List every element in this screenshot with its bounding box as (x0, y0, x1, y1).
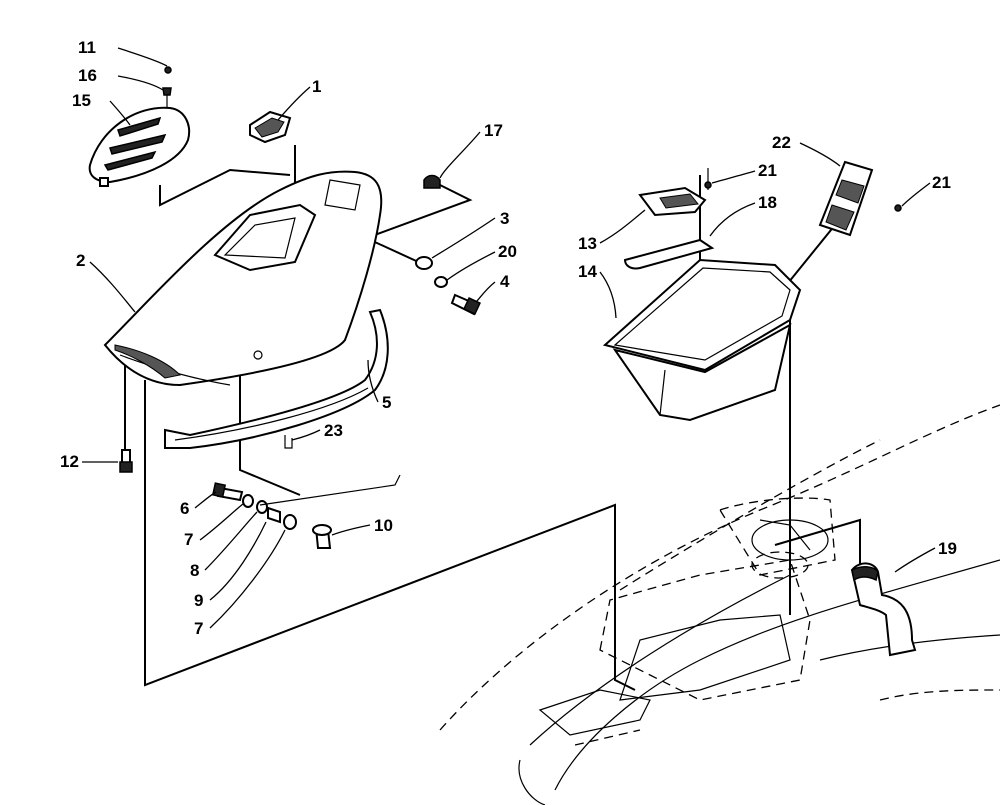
fastener-set-part (415, 256, 481, 316)
screw-part (162, 66, 172, 108)
callout-7-lower: 7 (194, 619, 203, 638)
storage-tray-part (602, 258, 802, 422)
callout-1: 1 (312, 77, 321, 96)
callout-13: 13 (578, 234, 597, 253)
callout-14: 14 (578, 262, 597, 281)
callout-12: 12 (60, 452, 79, 471)
grip-part (818, 160, 874, 237)
duct-hose-part (850, 562, 917, 657)
callout-3: 3 (500, 209, 509, 228)
callout-4: 4 (500, 272, 510, 291)
callout-labels: 11 16 15 1 17 2 3 20 4 5 23 12 6 7 8 9 7… (60, 38, 957, 638)
hood-cover-part (103, 170, 383, 387)
callout-5: 5 (382, 393, 391, 412)
callout-21-left: 21 (758, 161, 777, 180)
vent-cover-part (88, 106, 190, 187)
hull-outline (439, 404, 1000, 805)
pin-stack-part (211, 474, 401, 549)
callout-23: 23 (324, 421, 343, 440)
handle-bracket-part (638, 186, 707, 217)
callout-22: 22 (772, 133, 791, 152)
bolt-part (119, 449, 133, 473)
callout-17: 17 (484, 121, 503, 140)
callout-6: 6 (180, 499, 189, 518)
callout-16: 16 (78, 66, 97, 85)
callout-7-upper: 7 (184, 530, 193, 549)
bumper-part (423, 174, 441, 189)
callout-11: 11 (78, 38, 96, 57)
callout-10: 10 (374, 516, 393, 535)
callout-18: 18 (758, 193, 777, 212)
tray-screw-part (704, 168, 902, 212)
strap-part (623, 238, 715, 270)
callout-21-right: 21 (932, 173, 951, 192)
latch-part (249, 110, 292, 144)
leader-lines (82, 47, 936, 629)
callout-8: 8 (190, 561, 199, 580)
callout-20: 20 (498, 242, 517, 261)
trim-strip-part (164, 308, 389, 449)
callout-2: 2 (76, 251, 85, 270)
callout-19: 19 (938, 539, 957, 558)
clip-part (284, 435, 293, 449)
callout-9: 9 (194, 591, 203, 610)
callout-15: 15 (72, 91, 91, 110)
